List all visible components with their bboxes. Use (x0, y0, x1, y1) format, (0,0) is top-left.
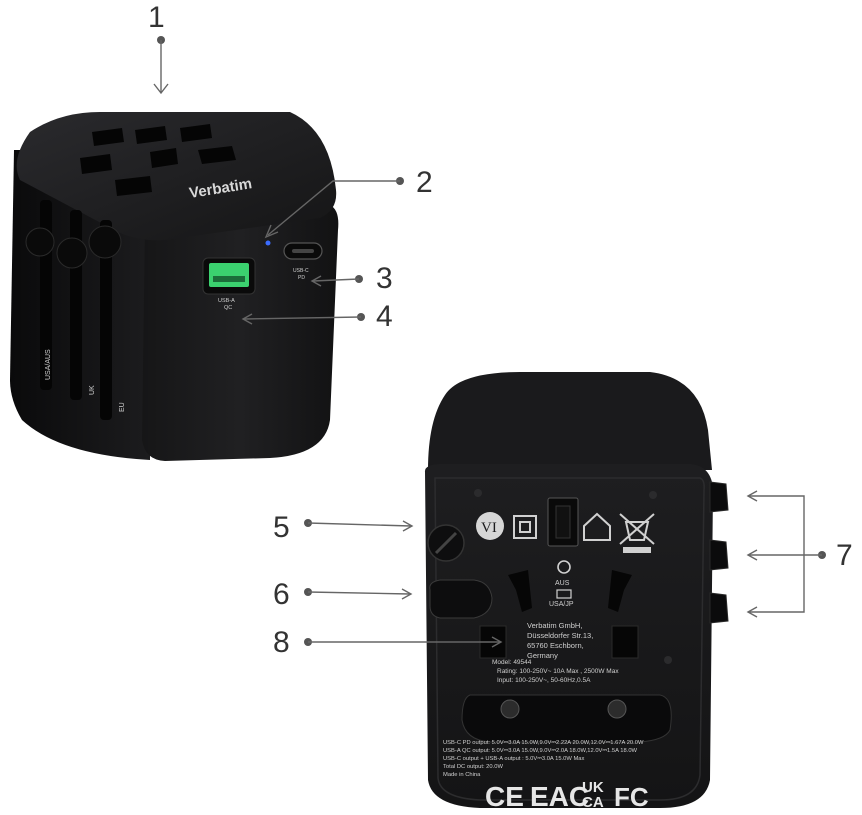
callout-number-2: 2 (416, 166, 433, 199)
rating-text: Rating: 100-250V~ 10A Max , 2500W Max (497, 668, 619, 675)
usb-a-port: USB-A QC (202, 257, 256, 311)
side-label-uk: UK (89, 385, 96, 395)
usb-c-port: USB-C PD (283, 242, 323, 281)
slider-tab (709, 539, 729, 571)
slider-knob (88, 225, 122, 259)
indoor-use-icon (583, 512, 611, 541)
leader-arrowhead (264, 224, 279, 239)
address-line: 65760 Eschborn, (527, 641, 584, 650)
spec-usb-a-qc: USB-A QC output: 5.0V⎓3.0A 15.0W,9.0V⎓2.… (443, 748, 638, 754)
fcc-mark: FC (614, 782, 649, 812)
callout-number-7: 7 (836, 539, 853, 572)
double-insulation-icon (513, 515, 537, 539)
callout-number-8: 8 (273, 626, 290, 659)
socket-hole (198, 146, 236, 164)
leader-line (312, 278, 360, 282)
socket-hole (150, 148, 178, 168)
front-device-front-face (142, 205, 339, 461)
callouts: 1 2 3 4 5 6 8 7 (148, 1, 853, 659)
made-in-text: Made in China (443, 772, 481, 778)
pin-selector: AUS USA/JP (508, 560, 632, 612)
leader-arrowhead (491, 636, 503, 648)
screw (649, 491, 657, 499)
certification-marks: CE EAC UK CA FC (485, 779, 649, 812)
eu-pin-hole (500, 699, 520, 719)
leader-arrowhead (310, 275, 322, 287)
slider-knob (25, 227, 55, 257)
leader-line (267, 180, 400, 236)
ukca-mark-top: UK (582, 779, 604, 796)
spec-usb-c-pd: USB-C PD output: 5.0V⎓3.0A 15.0W,9.0V⎓2.… (443, 740, 644, 746)
callout-number-5: 5 (273, 511, 290, 544)
aus-label: AUS (555, 580, 570, 587)
usb-a-sub-label: QC (224, 305, 232, 311)
callout-number-4: 4 (376, 300, 393, 333)
leader-bracket (749, 495, 805, 613)
socket-hole (80, 154, 112, 174)
ce-mark: CE (485, 781, 524, 812)
slider-tab (709, 481, 729, 513)
leader-arrowhead (746, 490, 758, 502)
usb-c-sub-label: PD (298, 275, 305, 281)
plug-sliders: USA/AUS UK EU (25, 200, 126, 420)
front-device: Verbatim USB-A QC USB-C PD USA/AUS UK (10, 112, 339, 461)
vi-mark-badge (476, 512, 504, 540)
spec-total: Total DC output: 20.0W (443, 764, 503, 770)
ukca-mark-bottom: CA (582, 794, 604, 811)
slider-tab (709, 592, 729, 624)
screw (474, 489, 482, 497)
leader-arrowhead (401, 588, 413, 600)
power-symbol-icon (557, 560, 571, 574)
address-line: Verbatim GmbH, (527, 621, 582, 630)
socket-hole (135, 126, 167, 144)
side-label-eu: EU (119, 402, 126, 412)
back-device-top-face (428, 372, 712, 470)
usa-jp-label: USA/JP (549, 601, 574, 608)
status-led (265, 240, 271, 246)
aus-pin-slot (608, 570, 632, 612)
model-text: Model: 49544 (492, 659, 532, 666)
socket-hole (115, 176, 152, 196)
leader-line (307, 522, 412, 527)
manufacturer-address: Verbatim GmbH, Düsseldorfer Str.13, 6576… (527, 621, 593, 660)
universal-socket (80, 124, 236, 196)
usb-a-label: USB-A (218, 298, 235, 304)
back-device: VI AUS USA/JP (424, 372, 729, 812)
usa-jp-icon (556, 589, 572, 599)
slider-knob (56, 237, 88, 269)
weee-bin-icon (619, 513, 655, 553)
aus-pin-slot (508, 570, 532, 612)
rubber-cap (429, 579, 493, 619)
uk-pin-slot (611, 625, 639, 659)
eu-socket (461, 694, 672, 743)
socket-hole (180, 124, 212, 142)
power-switch (547, 497, 579, 547)
screw (664, 656, 672, 664)
leader-arrowhead (402, 520, 414, 532)
leader-line (307, 591, 411, 595)
socket-hole (92, 128, 124, 146)
leader-arrowhead (746, 549, 758, 561)
spec-combined: USB-C output + USB-A output : 5.0V⎓3.0A … (443, 756, 585, 762)
vi-mark: VI (481, 520, 497, 536)
callout-number-6: 6 (273, 578, 290, 611)
side-label-usa-aus: USA/AUS (45, 349, 52, 380)
leader-arrowhead (153, 83, 169, 95)
leader-arrowhead (746, 606, 758, 618)
callout-number-3: 3 (376, 262, 393, 295)
usb-c-label: USB-C (293, 268, 309, 274)
side-slider-tabs (709, 481, 729, 624)
address-line: Germany (527, 651, 558, 660)
input-text: Input: 100-250V~, 50-60Hz,0.5A (497, 677, 591, 684)
eu-pin-hole (607, 699, 627, 719)
address-line: Düsseldorfer Str.13, (527, 631, 593, 640)
leader-arrowhead (241, 313, 253, 325)
eac-mark: EAC (530, 781, 589, 812)
label-plate (434, 477, 705, 801)
callout-number-1: 1 (148, 1, 165, 34)
fuse-knob (427, 524, 465, 562)
leader-line (243, 316, 362, 320)
